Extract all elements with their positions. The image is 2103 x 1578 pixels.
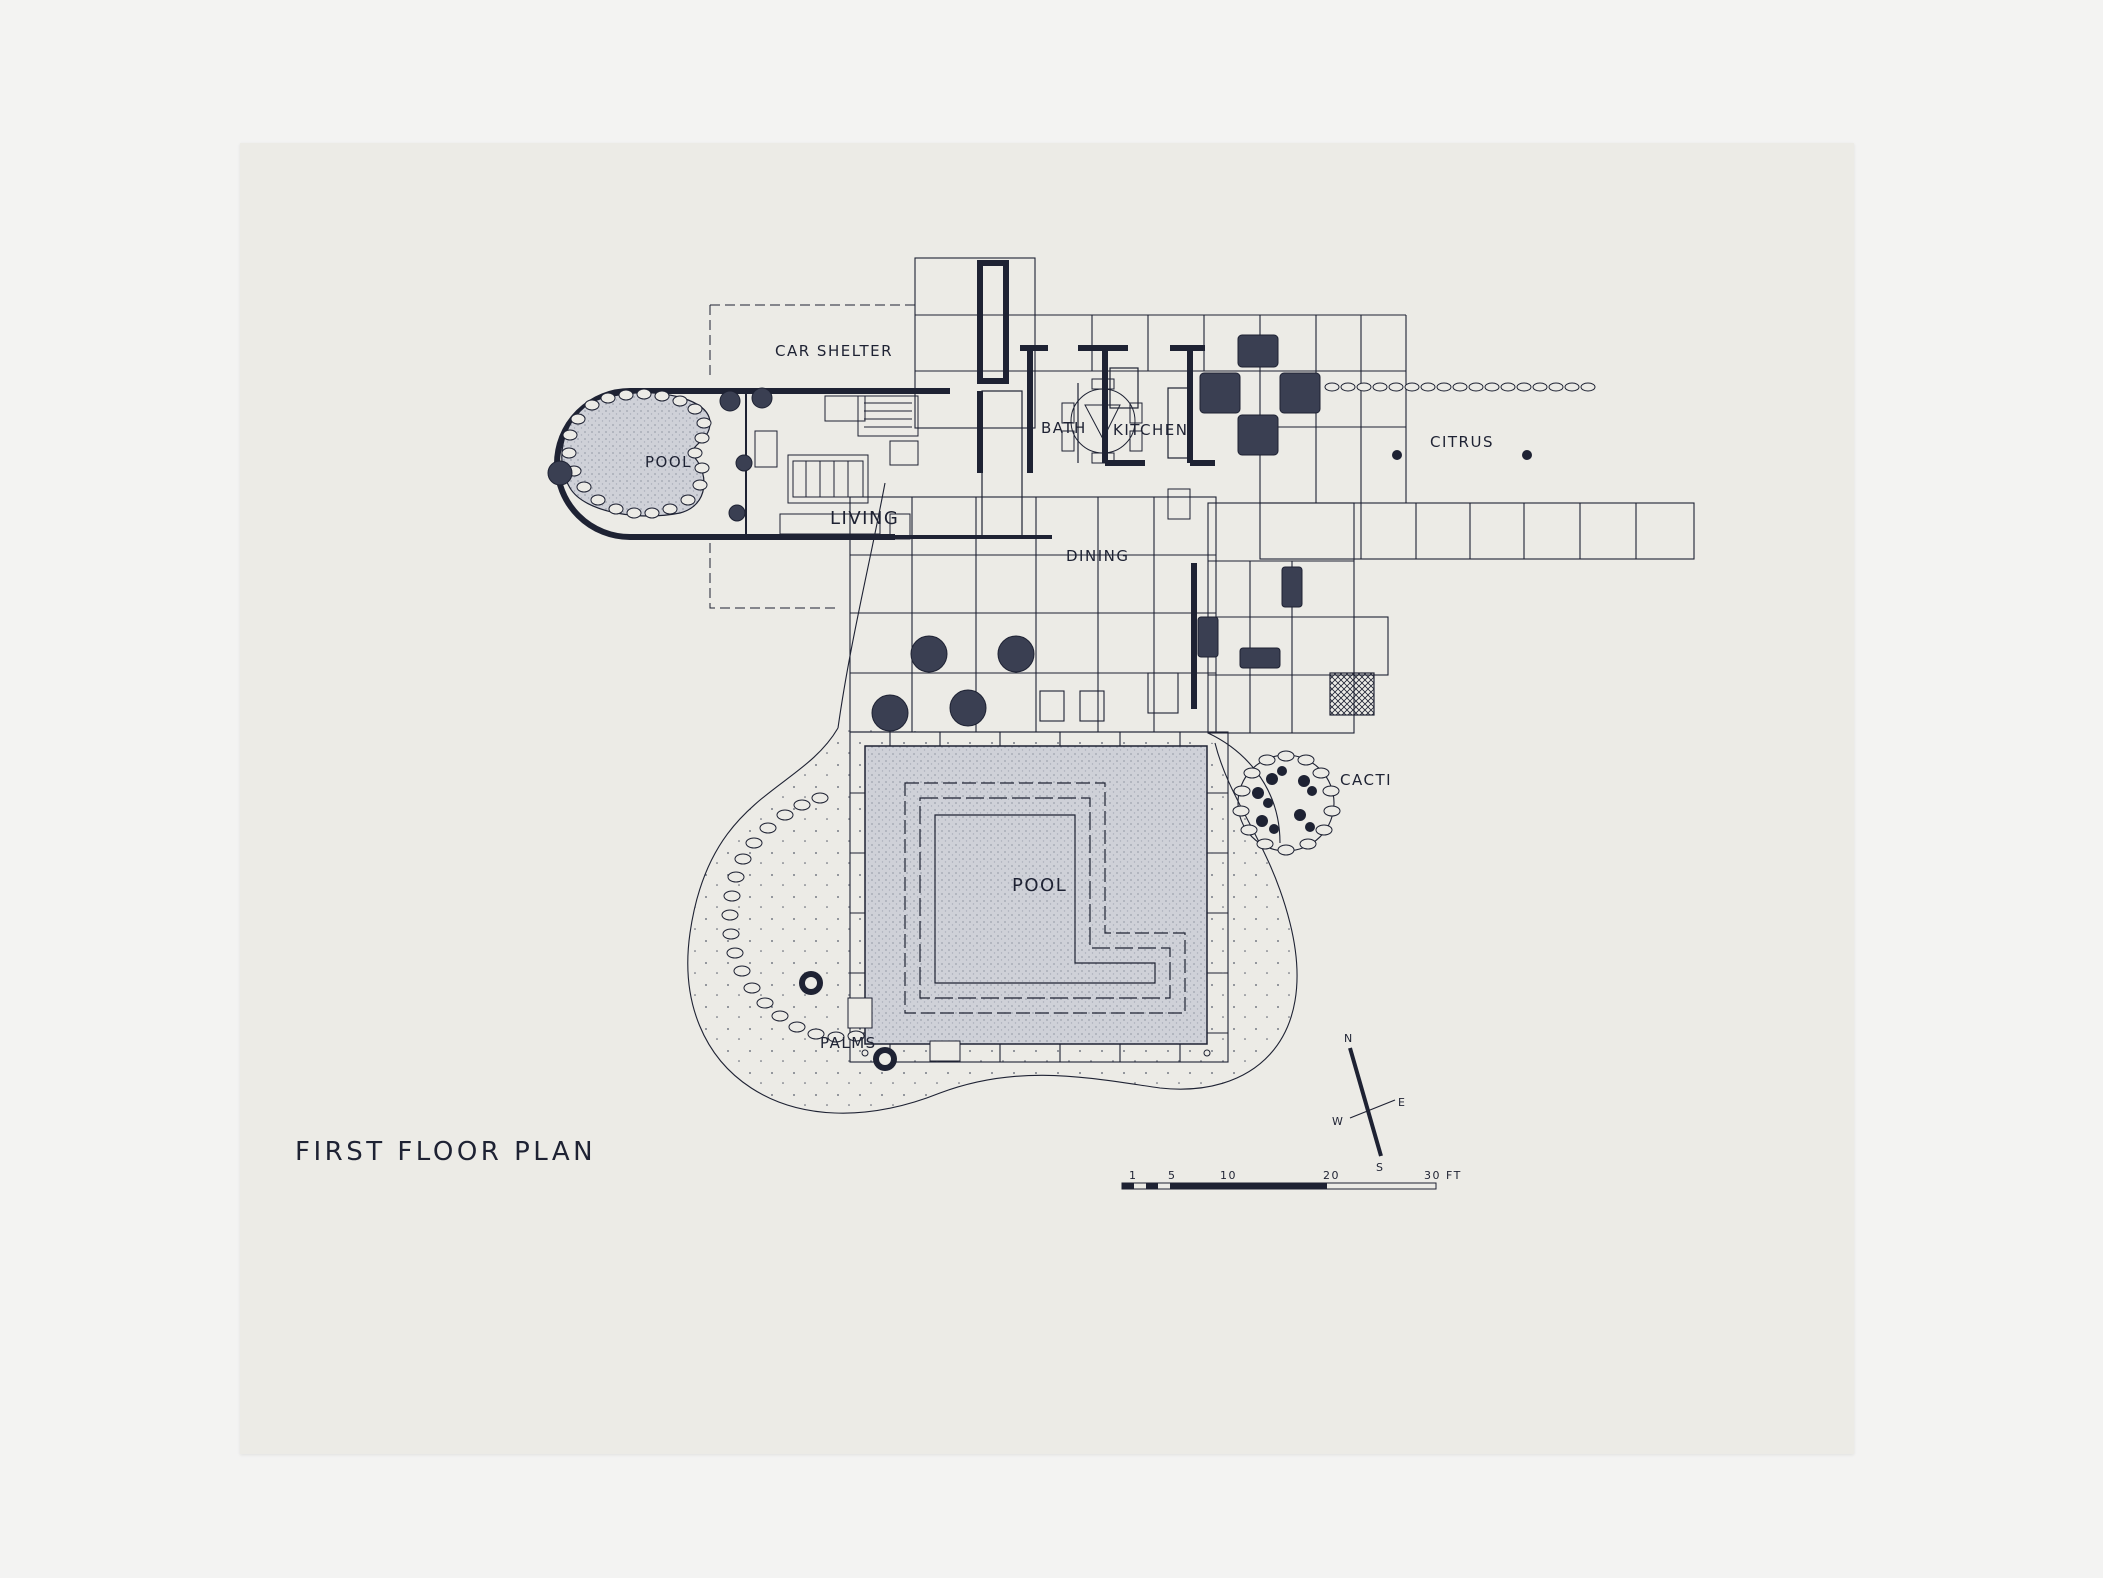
garden-secondary-curve [837, 482, 886, 729]
main-pool [847, 745, 1211, 1062]
scale-tick-30: 30 FT [1424, 1169, 1462, 1182]
compass-e: E [1398, 1096, 1406, 1109]
paving-grid-south [849, 496, 1217, 733]
scale-tick-20: 20 [1323, 1169, 1340, 1182]
label-pool-small: POOL [645, 453, 692, 471]
label-citrus: CITRUS [1430, 433, 1494, 451]
compass-w: W [1332, 1115, 1344, 1128]
label-living: LIVING [830, 508, 899, 529]
label-palms: PALMS [820, 1034, 877, 1052]
pebble-row-citrus [1324, 382, 1596, 392]
scale-tick-5: 5 [1168, 1169, 1177, 1182]
citrus-trees [1392, 450, 1532, 460]
north-arrow-compass: N S E W [1332, 1032, 1406, 1174]
scale-tick-1: 1 [1129, 1169, 1138, 1182]
label-car-shelter: CAR SHELTER [775, 342, 893, 360]
drawing-title: FIRST FLOOR PLAN [295, 1137, 596, 1167]
living-furniture [754, 378, 1191, 540]
compass-n: N [1344, 1032, 1354, 1045]
compass-s: S [1376, 1161, 1384, 1174]
floor-plan-drawing: CAR SHELTER BATH KITCHEN LIVING DINING P… [295, 257, 1695, 1190]
label-pool-main: POOL [1012, 875, 1067, 896]
scale-tick-10: 10 [1220, 1169, 1237, 1182]
label-dining: DINING [1066, 547, 1129, 565]
cacti-bed [1232, 750, 1341, 856]
label-kitchen: KITCHEN [1113, 421, 1189, 439]
pebble-edging-small-pool [561, 388, 712, 519]
shrub-plantings [547, 334, 1321, 732]
label-bath: BATH [1041, 419, 1087, 437]
scale-bar: 1 5 10 20 30 FT [1121, 1169, 1462, 1190]
label-cacti: CACTI [1340, 771, 1392, 789]
palm-trees [799, 971, 897, 1071]
drawing-sheet: CAR SHELTER BATH KITCHEN LIVING DINING P… [240, 143, 1854, 1454]
